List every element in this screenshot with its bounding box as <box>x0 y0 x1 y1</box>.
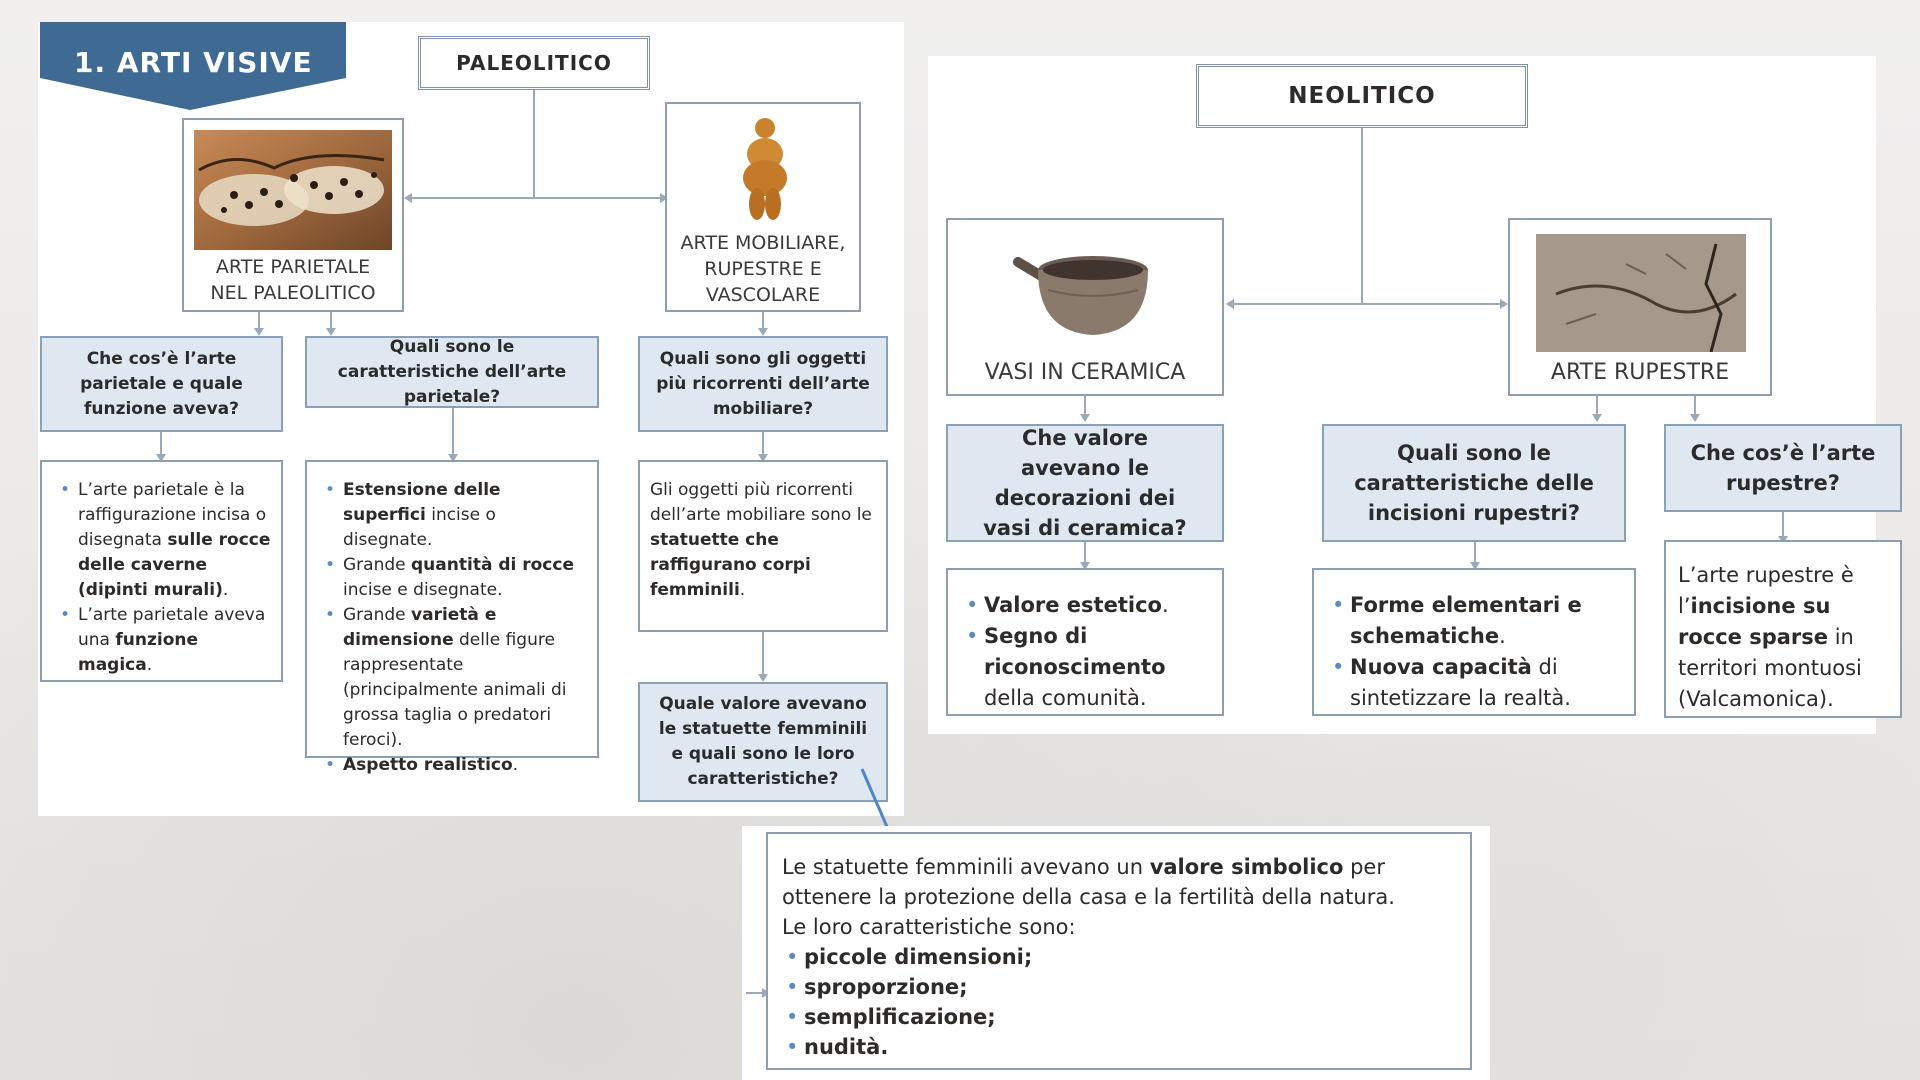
vasi-bullet-1: Valore estetico. <box>962 590 1212 621</box>
section-label: 1. ARTI VISIVE <box>74 46 313 79</box>
statuette-item: nudità. <box>782 1032 1456 1062</box>
caratteristiche-bullet-1: Estensione delle superfici incise o dise… <box>321 478 587 553</box>
question-statuette-valore: Quale valore avevano le statuette femmin… <box>638 682 888 802</box>
statuette-description: Le statuette femminili avevano un valore… <box>766 832 1472 1070</box>
parietale-caption-2: NEL PALEOLITICO <box>210 282 376 304</box>
arte-rupestre-card: ARTE RUPESTRE <box>1508 218 1772 396</box>
statuette-item: semplificazione; <box>782 1002 1456 1032</box>
ceramic-vase-image <box>1013 256 1148 335</box>
cave-painting-image <box>194 130 392 250</box>
question-arte-rupestre: Che cos’è l’arte rupestre? <box>1664 424 1902 512</box>
rupestri-bullet-1: Forme elementari e schematiche. <box>1328 590 1624 652</box>
answer-incisioni-rupestri: Forme elementari e schematiche. Nuova ca… <box>1312 568 1636 716</box>
statuette-intro: Le statuette femminili avevano un valore… <box>782 855 1395 909</box>
mobiliare-caption-3: VASCOLARE <box>705 284 821 306</box>
answer-arte-rupestre: L’arte rupestre è l’incisione su rocce s… <box>1664 540 1902 718</box>
parietale-bullet-1: L’arte parietale è la raffigurazione inc… <box>56 478 271 603</box>
statuette-item: sproporzione; <box>782 972 1456 1002</box>
statuette-list-intro: Le loro caratteristiche sono: <box>782 915 1076 939</box>
caratteristiche-bullet-2: Grande quantità di rocce incise e disegn… <box>321 553 587 603</box>
paleolitico-title: PALEOLITICO <box>418 36 650 90</box>
answer-oggetti-mobiliare: Gli oggetti più ricorrenti dell’arte mob… <box>638 460 888 632</box>
caratteristiche-bullet-4: Aspetto realistico. <box>321 753 587 778</box>
neolitico-title: NEOLITICO <box>1196 64 1528 128</box>
arte-parietale-card: ARTE PARIETALE NEL PALEOLITICO <box>182 118 404 312</box>
mobiliare-caption-2: RUPESTRE E <box>704 258 822 280</box>
statuette-item: piccole dimensioni; <box>782 942 1456 972</box>
rupestre-caption: ARTE RUPESTRE <box>1550 360 1730 385</box>
answer-decorazioni-vasi: Valore estetico. Segno di riconoscimento… <box>946 568 1224 716</box>
question-parietale-funzione: Che cos’è l’arte parietale e quale funzi… <box>40 336 283 432</box>
question-incisioni-rupestri: Quali sono le caratteristiche delle inci… <box>1322 424 1626 542</box>
parietale-bullet-2: L’arte parietale aveva una funzione magi… <box>56 603 271 678</box>
section-banner <box>40 22 346 110</box>
question-caratteristiche-parietale: Quali sono le caratteristiche dell’arte … <box>305 336 599 408</box>
question-oggetti-mobiliare: Quali sono gli oggetti più ricorrenti de… <box>638 336 888 432</box>
rock-engraving-image <box>1536 234 1746 352</box>
vasi-bullet-2: Segno di riconoscimento della comunità. <box>962 621 1212 714</box>
question-decorazioni-vasi: Che valore avevano le decorazioni dei va… <box>946 424 1224 542</box>
parietale-caption-1: ARTE PARIETALE <box>215 256 371 278</box>
caratteristiche-bullet-3: Grande varietà e dimensione delle figure… <box>321 603 587 753</box>
mobiliare-caption-1: ARTE MOBILIARE, <box>680 232 846 254</box>
answer-caratteristiche-parietale: Estensione delle superfici incise o dise… <box>305 460 599 778</box>
arte-mobiliare-card: ARTE MOBILIARE, RUPESTRE E VASCOLARE <box>665 102 861 312</box>
venus-figurine-image <box>743 118 787 220</box>
rupestri-bullet-2: Nuova capacità di sintetizzare la realtà… <box>1328 652 1624 714</box>
vasi-ceramica-card: VASI IN CERAMICA <box>946 218 1224 396</box>
answer-parietale-funzione: L’arte parietale è la raffigurazione inc… <box>40 460 283 682</box>
vasi-caption: VASI IN CERAMICA <box>984 360 1186 385</box>
